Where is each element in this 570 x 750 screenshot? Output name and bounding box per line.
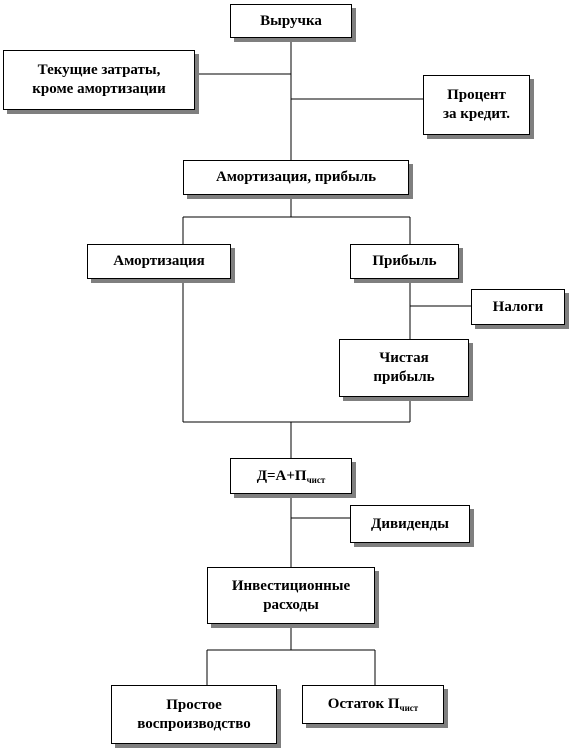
net-profit-box: Чистая прибыль — [339, 339, 469, 397]
loan-interest-label: Процент за кредит. — [443, 87, 510, 122]
depreciation-box: Амортизация — [87, 244, 231, 279]
dividends-label: Дивиденды — [371, 515, 449, 532]
income-formula-box: Д=А+Пчист — [230, 458, 352, 494]
taxes-label: Налоги — [492, 298, 544, 315]
simple-reproduction-label: Простое воспроизводство — [137, 696, 251, 732]
dividends-box: Дивиденды — [350, 505, 470, 543]
current-costs-box: Текущие затраты, кроме амортизации — [3, 50, 195, 110]
income-formula-label: Д=А+Пчист — [257, 467, 326, 486]
taxes-box: Налоги — [471, 289, 565, 325]
depreciation-label: Амортизация — [113, 253, 205, 270]
depreciation-profit-label: Амортизация, прибыль — [215, 169, 377, 186]
simple-reproduction-box: Простое воспроизводство — [111, 685, 277, 744]
remainder-subscript: чист — [399, 703, 419, 714]
revenue-box: Выручка — [230, 4, 352, 38]
profit-label: Прибыль — [372, 253, 437, 270]
remainder-main: Остаток П — [327, 696, 400, 713]
revenue-label: Выручка — [260, 12, 322, 29]
income-formula-main: Д=А+П — [256, 467, 307, 484]
investment-expenses-label: Инвестиционные расходы — [231, 577, 351, 613]
current-costs-label: Текущие затраты, кроме амортизации — [32, 62, 166, 97]
net-profit-label: Чистая прибыль — [373, 350, 435, 385]
loan-interest-box: Процент за кредит. — [423, 75, 530, 135]
income-formula-subscript: чист — [306, 474, 326, 485]
remainder-label: Остаток Пчист — [328, 695, 418, 714]
depreciation-profit-box: Амортизация, прибыль — [183, 160, 409, 195]
investment-expenses-box: Инвестиционные расходы — [207, 567, 375, 624]
profit-box: Прибыль — [350, 244, 459, 279]
remainder-box: Остаток Пчист — [302, 685, 444, 724]
